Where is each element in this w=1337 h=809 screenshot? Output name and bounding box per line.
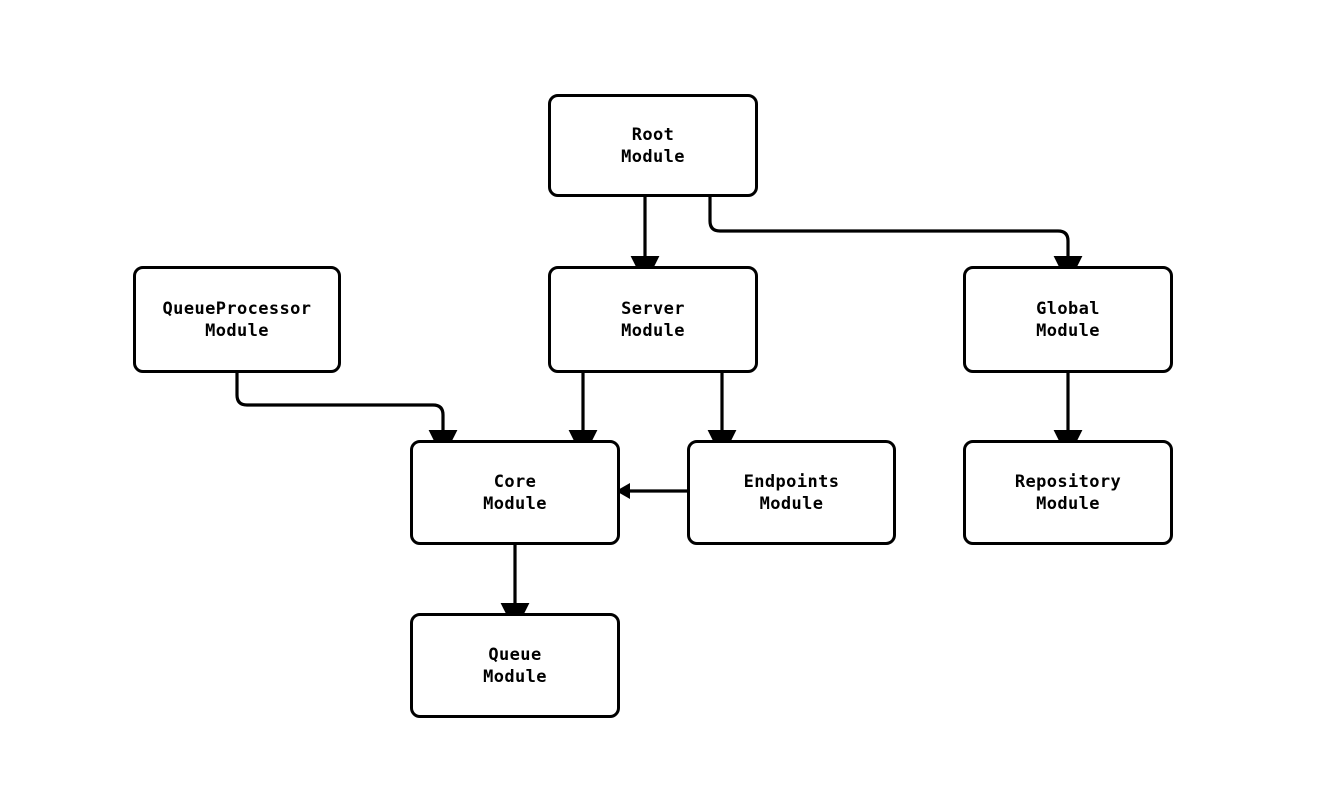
node-label-global: Global Module <box>1036 298 1100 341</box>
node-label-root: Root Module <box>621 124 685 167</box>
node-label-queueprocessor: QueueProcessor Module <box>162 298 312 341</box>
node-label-server: Server Module <box>621 298 685 341</box>
node-label-repository: Repository Module <box>1014 471 1122 514</box>
node-label-queue: Queue Module <box>483 644 547 687</box>
edge-queueprocessor-core <box>235 373 458 459</box>
node-root[interactable]: Root Module <box>548 94 758 197</box>
edge-root-global <box>708 197 1083 285</box>
node-global[interactable]: Global Module <box>963 266 1173 373</box>
node-repository[interactable]: Repository Module <box>963 440 1173 545</box>
arrowhead-endpoints-core <box>616 483 630 499</box>
node-server[interactable]: Server Module <box>548 266 758 373</box>
node-queueprocessor[interactable]: QueueProcessor Module <box>133 266 341 373</box>
node-core[interactable]: Core Module <box>410 440 620 545</box>
node-queue[interactable]: Queue Module <box>410 613 620 718</box>
node-label-core: Core Module <box>483 471 547 514</box>
node-endpoints[interactable]: Endpoints Module <box>687 440 896 545</box>
node-label-endpoints: Endpoints Module <box>743 471 840 514</box>
edge-group <box>235 197 1083 632</box>
